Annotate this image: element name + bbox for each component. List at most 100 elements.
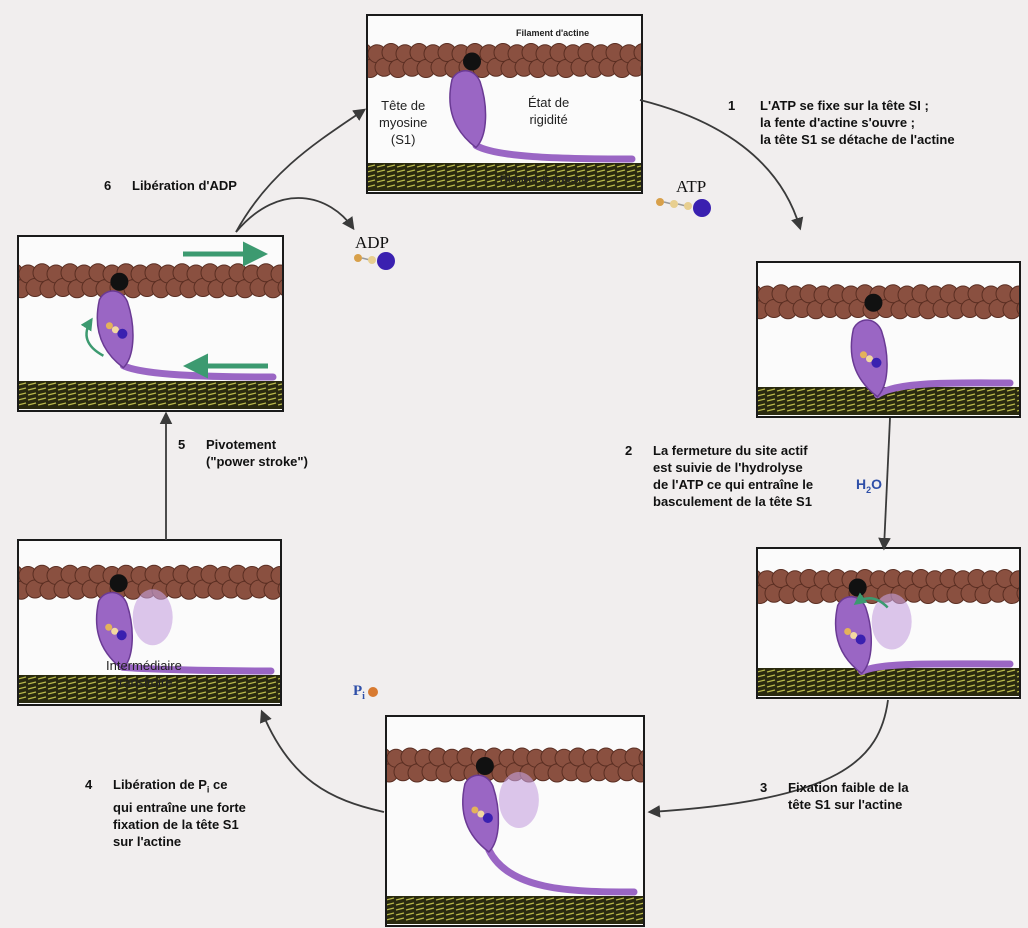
step-line: Libération d'ADP bbox=[132, 178, 237, 193]
myosin-stripe bbox=[288, 682, 296, 684]
myosin-stripe bbox=[298, 697, 306, 699]
rigor-state-label-line: rigidité bbox=[528, 111, 569, 128]
step-number: 4 bbox=[85, 776, 113, 793]
myosin-stripe bbox=[288, 403, 296, 405]
base-dot bbox=[856, 635, 866, 645]
myosin-filament-body bbox=[387, 896, 643, 924]
base-dot bbox=[693, 199, 711, 217]
myosin-stripe bbox=[646, 903, 654, 905]
myosin-stripe bbox=[647, 180, 655, 182]
myosin-stripe bbox=[298, 398, 306, 400]
myosin-stripe bbox=[288, 692, 296, 694]
phosphate-molecule-icon bbox=[368, 687, 378, 697]
step-line: ("power stroke") bbox=[206, 454, 308, 469]
myosin-stripe bbox=[288, 697, 296, 699]
ribose-dot bbox=[354, 254, 362, 262]
myosin-stripe bbox=[288, 388, 296, 390]
myosin-stripe bbox=[647, 175, 655, 177]
actin-binding-site bbox=[463, 53, 481, 71]
step-3-label: 3Fixation faible de la tête S1 sur l'act… bbox=[760, 779, 909, 813]
step-line: tête S1 sur l'actine bbox=[788, 797, 902, 812]
h2o-label: H2O bbox=[856, 476, 882, 495]
actin-filament bbox=[5, 264, 310, 298]
myosin-stripe bbox=[657, 165, 665, 167]
actin-filament bbox=[744, 285, 1028, 319]
myosin-stripe bbox=[298, 393, 306, 395]
myosin-head-label-line: Tête de bbox=[379, 97, 427, 114]
step-5-label: 5Pivotement ("power stroke") bbox=[178, 436, 308, 470]
phosphate-dot bbox=[684, 202, 692, 210]
h2o-label-h: H bbox=[856, 476, 866, 492]
step-6-label: 6Libération d'ADP bbox=[104, 177, 237, 194]
panel-power-stroke bbox=[5, 236, 310, 411]
myosin-stripe bbox=[647, 185, 655, 187]
actin-monomer bbox=[1010, 571, 1028, 589]
myosin-head-ghost bbox=[133, 589, 173, 645]
ribose-dot bbox=[105, 624, 112, 631]
myosin-stripe bbox=[656, 918, 664, 920]
actin-monomer bbox=[1024, 285, 1028, 303]
base-dot bbox=[871, 358, 881, 368]
ribose-dot bbox=[860, 351, 867, 358]
myosin-stripe bbox=[646, 898, 654, 900]
actin-monomer bbox=[1024, 570, 1028, 588]
h2o-label-o: O bbox=[871, 476, 882, 492]
myosin-filament bbox=[18, 381, 306, 409]
actin-binding-site bbox=[864, 294, 882, 312]
panel-weak-binding bbox=[373, 716, 678, 926]
adp-molecule-icon bbox=[354, 252, 395, 270]
step-number: 1 bbox=[728, 97, 760, 114]
arrow-step-4 bbox=[262, 712, 384, 812]
myosin-stripe bbox=[288, 383, 296, 385]
ribose-dot bbox=[106, 322, 113, 329]
myosin-stripe bbox=[288, 398, 296, 400]
base-dot bbox=[117, 329, 127, 339]
myosin-stripe bbox=[298, 388, 306, 390]
phosphate-dot bbox=[670, 200, 678, 208]
myosin-stripe bbox=[298, 677, 306, 679]
myosin-filament bbox=[386, 896, 664, 924]
actin-monomer bbox=[639, 749, 657, 767]
actin-monomer bbox=[271, 566, 289, 584]
rigor-state-label: État de rigidité bbox=[528, 94, 569, 128]
actin-binding-site bbox=[849, 579, 867, 597]
ribose-dot bbox=[844, 628, 851, 635]
phosphate-dot bbox=[368, 256, 376, 264]
step-line: Libération de P bbox=[113, 777, 207, 792]
base-dot bbox=[377, 252, 395, 270]
ribose-dot bbox=[471, 807, 478, 814]
myosin-stripe bbox=[657, 185, 665, 187]
actin-monomer bbox=[285, 565, 303, 583]
panel-cocked-head bbox=[744, 548, 1028, 698]
myosin-stripe bbox=[288, 677, 296, 679]
actin-monomer bbox=[641, 60, 659, 78]
adp-label: ADP bbox=[355, 233, 389, 253]
step-line-tail: ce bbox=[209, 777, 227, 792]
actin-filament bbox=[354, 44, 673, 78]
step-line: La fermeture du site actif bbox=[653, 443, 808, 458]
myosin-filament bbox=[757, 668, 1028, 696]
ribose-dot bbox=[656, 198, 664, 206]
actin-monomer bbox=[285, 264, 303, 282]
myosin-head-label-line: (S1) bbox=[379, 131, 427, 148]
base-dot bbox=[117, 630, 127, 640]
atp-molecule-icon bbox=[656, 198, 711, 217]
actin-binding-site bbox=[110, 273, 128, 291]
pi-label-sub: i bbox=[362, 691, 365, 702]
myosin-stripe bbox=[288, 687, 296, 689]
actin-monomer bbox=[648, 45, 666, 63]
transition-intermediate-label-line: Intermédiaire bbox=[106, 657, 182, 674]
actin-monomer bbox=[271, 265, 289, 283]
step-4-label: 4Libération de Pi ce qui entraîne une fo… bbox=[85, 776, 246, 850]
myosin-stripe bbox=[646, 908, 654, 910]
step-line: de l'ATP ce qui entraîne le bbox=[653, 477, 813, 492]
actin-filament-label: Filament d'actine bbox=[516, 25, 589, 42]
myosin-stripe bbox=[298, 383, 306, 385]
step-line: basculement de la tête S1 bbox=[653, 494, 812, 509]
myosin-stripe bbox=[298, 687, 306, 689]
actin-monomer bbox=[660, 764, 678, 782]
step-line: la tête S1 se détache de l'actine bbox=[760, 132, 955, 147]
pi-label-p: P bbox=[353, 683, 362, 699]
myosin-head-ghost bbox=[872, 594, 912, 650]
